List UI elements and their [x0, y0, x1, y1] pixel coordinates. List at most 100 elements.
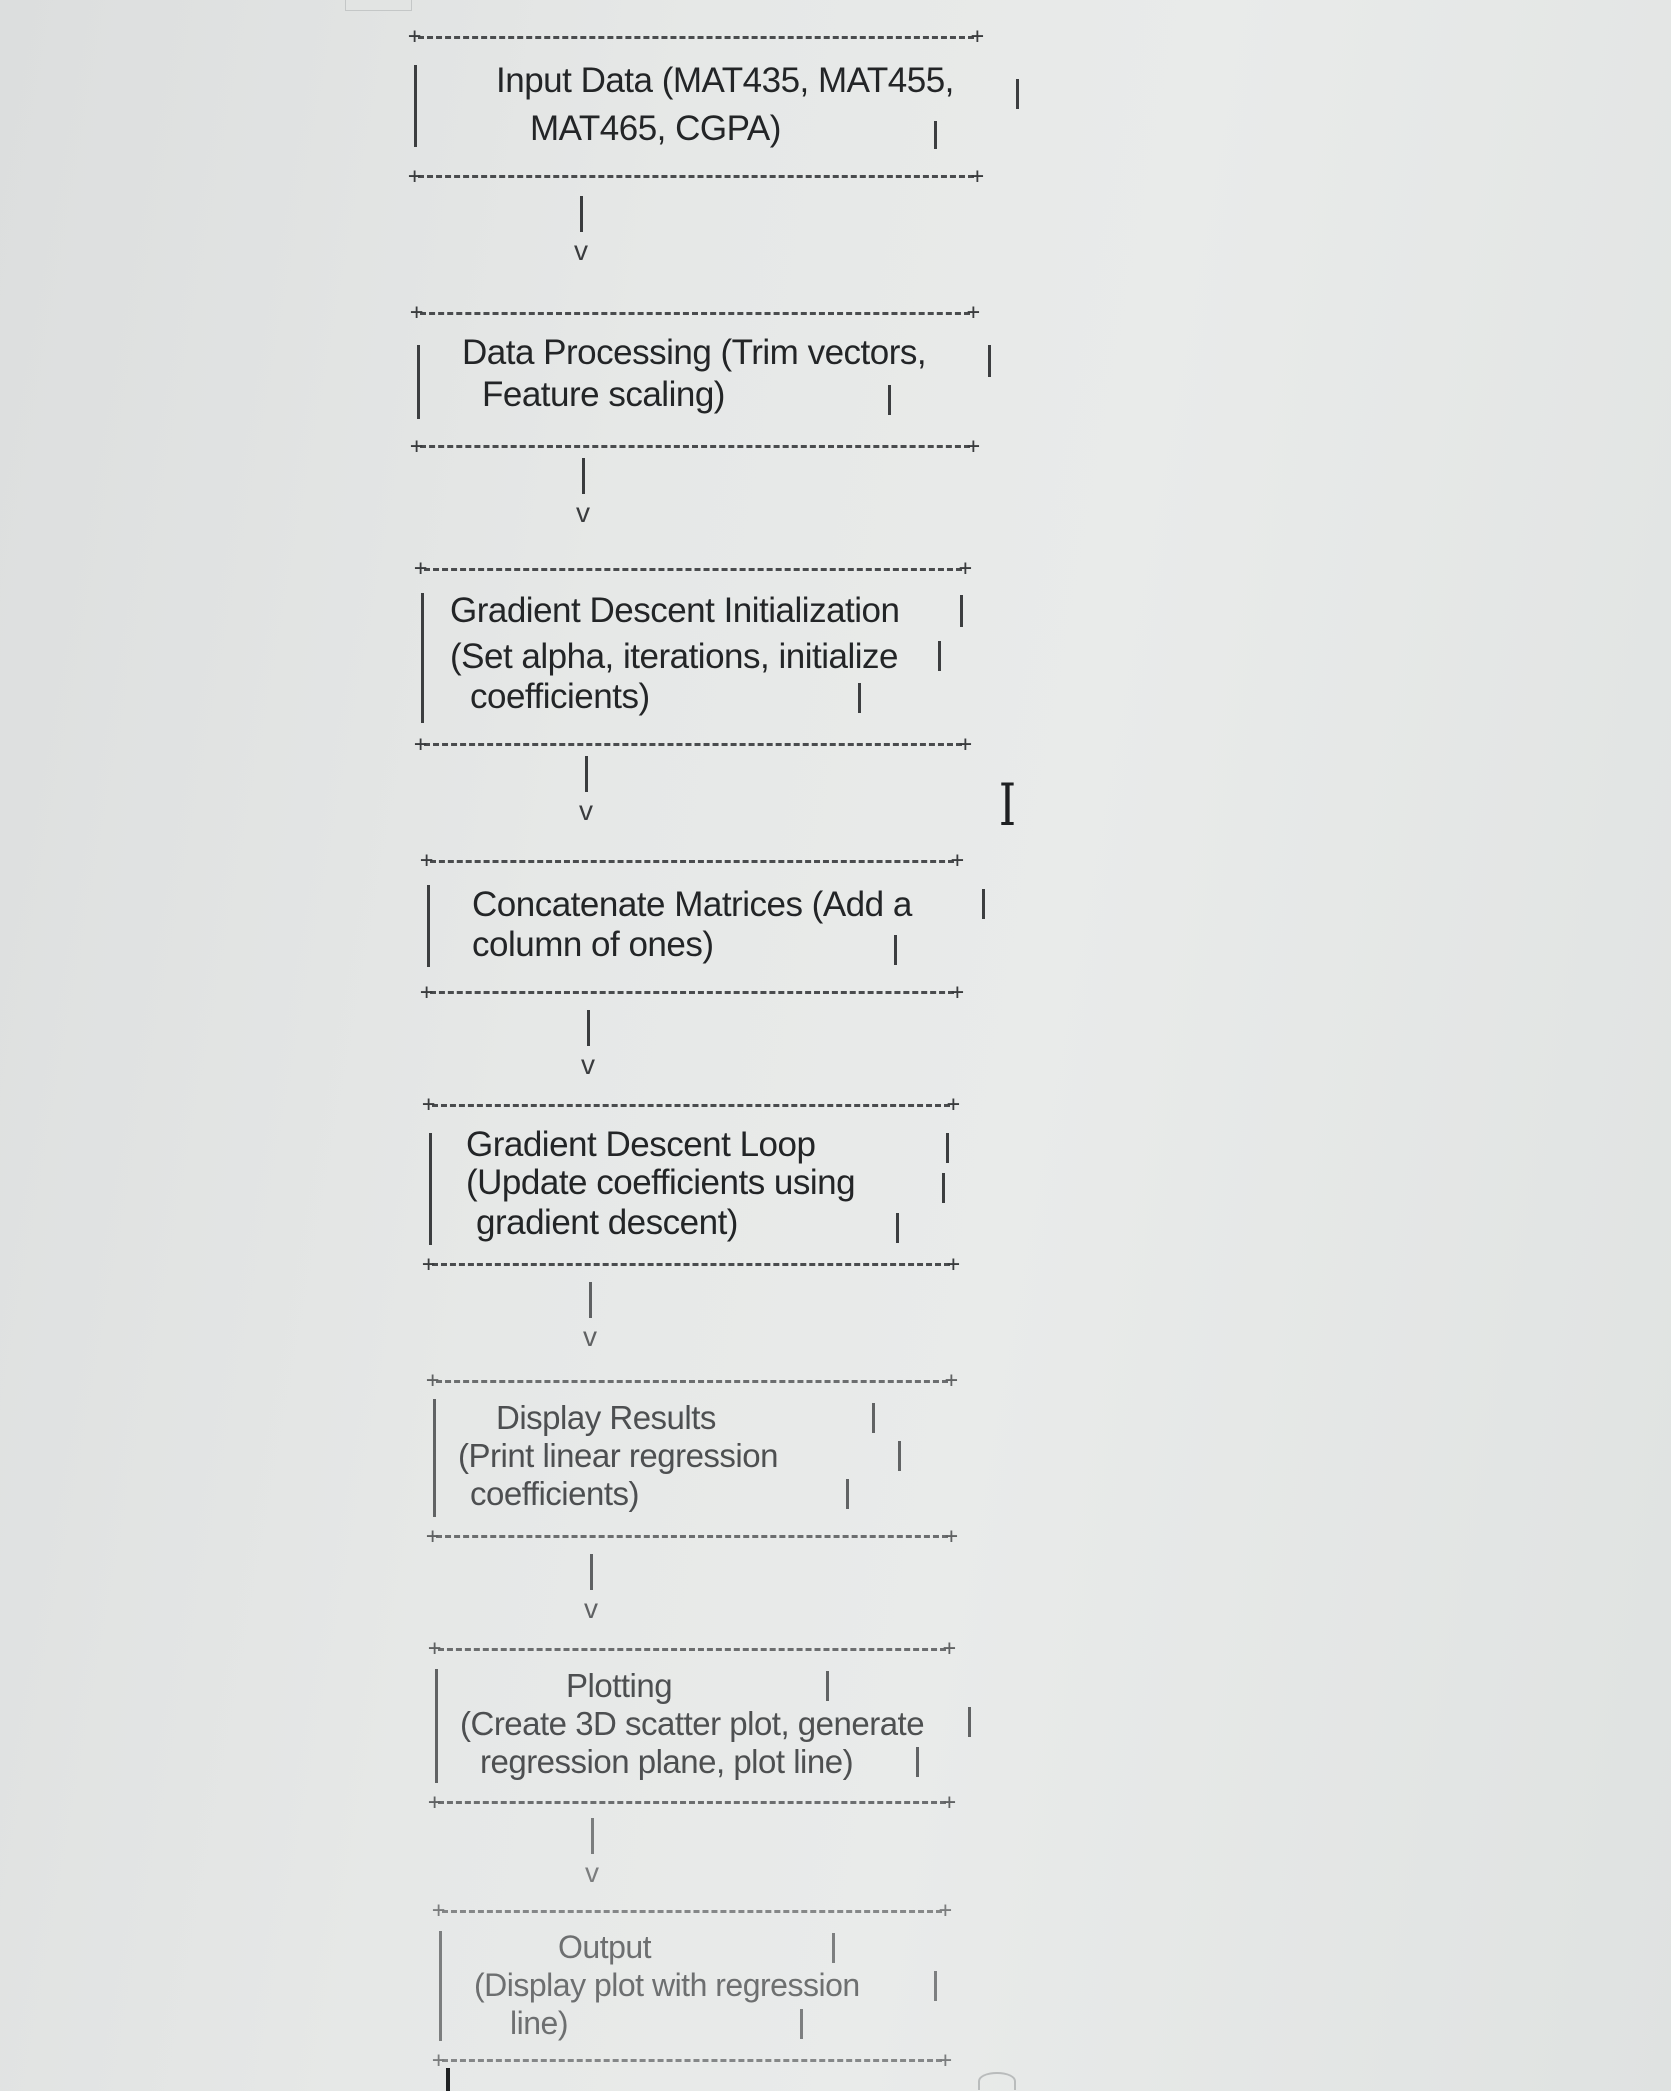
box-line: line) — [510, 2005, 568, 2041]
arrow-head: v — [574, 235, 588, 266]
box-line: coefficients) — [470, 1475, 639, 1512]
box-right-border — [894, 935, 897, 965]
flow-box-concatenate-matrices: + + + + Concatenate Matrices (Add a colu… — [420, 850, 985, 1004]
box-right-border — [1016, 79, 1019, 109]
box-corner: + — [420, 980, 434, 1005]
arrow-head: v — [576, 497, 590, 528]
box-corner: + — [938, 1898, 952, 1923]
box-left-border — [429, 1133, 432, 1245]
box-line: coefficients) — [470, 677, 650, 716]
arrow-shaft — [588, 1282, 592, 1318]
box-corner: + — [946, 1252, 960, 1277]
box-right-border — [942, 1173, 945, 1203]
box-right-border — [858, 683, 861, 713]
box-right-border — [988, 345, 991, 377]
next-arrow-stub — [446, 2068, 450, 2091]
box-corner: + — [946, 1092, 960, 1117]
box-corner: + — [428, 1790, 442, 1815]
box-corner: + — [970, 164, 984, 189]
box-corner: + — [966, 300, 980, 325]
box-right-border — [898, 1441, 901, 1471]
box-left-border — [439, 1931, 442, 2041]
box-corner: + — [414, 732, 428, 757]
box-corner: + — [942, 1636, 956, 1661]
box-line: MAT465, CGPA) — [530, 109, 781, 148]
box-right-border — [938, 641, 941, 671]
arrow-shaft — [584, 756, 588, 792]
box-right-border — [934, 121, 937, 149]
box-corner: + — [426, 1368, 440, 1393]
box-line: regression plane, plot line) — [480, 1743, 854, 1780]
box-left-border — [421, 593, 424, 723]
box-right-border — [934, 1971, 937, 2001]
arrow-head: v — [583, 1321, 597, 1352]
box-right-border — [832, 1933, 835, 1963]
flow-arrow: v — [563, 458, 603, 528]
arrow-head: v — [581, 1049, 595, 1080]
arrow-shaft — [579, 196, 583, 232]
box-corner: + — [944, 1368, 958, 1393]
box-line: Plotting — [566, 1667, 673, 1704]
box-corner: + — [422, 1092, 436, 1117]
arrow-head: v — [584, 1593, 598, 1624]
box-right-border — [916, 1747, 919, 1777]
box-line: Gradient Descent Initialization — [450, 591, 900, 630]
box-corner: + — [970, 24, 984, 49]
box-right-border — [960, 595, 963, 627]
box-corner: + — [410, 300, 424, 325]
box-corner: + — [966, 434, 980, 459]
box-left-border — [414, 65, 417, 147]
arrow-head: v — [579, 795, 593, 826]
box-line: (Create 3D scatter plot, generate — [460, 1705, 925, 1742]
box-corner: + — [422, 1252, 436, 1277]
box-corner: + — [938, 2048, 952, 2073]
box-corner: + — [414, 556, 428, 581]
box-left-border — [435, 1669, 438, 1783]
box-left-border — [417, 345, 420, 419]
flow-arrow: v — [568, 1010, 608, 1080]
box-line: (Display plot with regression — [474, 1967, 860, 2003]
box-corner: + — [408, 164, 422, 189]
box-corner: + — [420, 848, 434, 873]
flow-box-gd-initialization: + + + + Gradient Descent Initialization … — [414, 558, 972, 756]
box-corner: + — [958, 732, 972, 757]
box-corner: + — [426, 1524, 440, 1549]
box-right-border — [896, 1213, 899, 1243]
box-left-border — [427, 885, 430, 967]
box-line: Feature scaling) — [482, 375, 725, 414]
arrow-head: v — [585, 1857, 599, 1888]
box-line: gradient descent) — [476, 1203, 738, 1242]
flow-box-gd-loop: + + + + Gradient Descent Loop (Update co… — [422, 1094, 960, 1276]
box-line: Gradient Descent Loop — [466, 1125, 816, 1164]
box-right-border — [888, 385, 891, 415]
box-right-border — [872, 1403, 875, 1433]
box-corner: + — [950, 848, 964, 873]
flow-box-input-data: + + + + Input Data (MAT435, MAT455, MAT4… — [408, 26, 1019, 188]
arrow-shaft — [590, 1818, 594, 1854]
box-right-border — [800, 2009, 803, 2039]
box-corner: + — [942, 1790, 956, 1815]
box-line: (Print linear regression — [458, 1437, 778, 1474]
text-cursor-icon: I — [998, 771, 1017, 839]
box-line: (Set alpha, iterations, initialize — [450, 637, 898, 676]
top-tab-edge — [345, 0, 412, 11]
box-line: Display Results — [496, 1399, 716, 1436]
arrow-shaft — [589, 1554, 593, 1590]
box-corner: + — [944, 1524, 958, 1549]
box-corner: + — [432, 2048, 446, 2073]
flow-arrow: v — [570, 1282, 610, 1352]
box-left-border — [433, 1399, 436, 1517]
box-line: Data Processing (Trim vectors, — [462, 333, 927, 372]
background-object — [978, 2072, 1016, 2090]
box-line: Input Data (MAT435, MAT455, — [496, 61, 954, 100]
box-right-border — [826, 1671, 829, 1701]
box-corner: + — [410, 434, 424, 459]
box-right-border — [968, 1707, 971, 1737]
flow-box-display-results: + + + + Display Results (Print linear re… — [426, 1370, 958, 1548]
box-corner: + — [432, 1898, 446, 1923]
flow-box-data-processing: + + + + Data Processing (Trim vectors, F… — [410, 302, 991, 458]
flow-box-plotting: + + + + Plotting (Create 3D scatter plot… — [428, 1638, 971, 1814]
box-corner: + — [408, 24, 422, 49]
box-line: (Update coefficients using — [466, 1163, 856, 1202]
box-right-border — [946, 1133, 949, 1163]
